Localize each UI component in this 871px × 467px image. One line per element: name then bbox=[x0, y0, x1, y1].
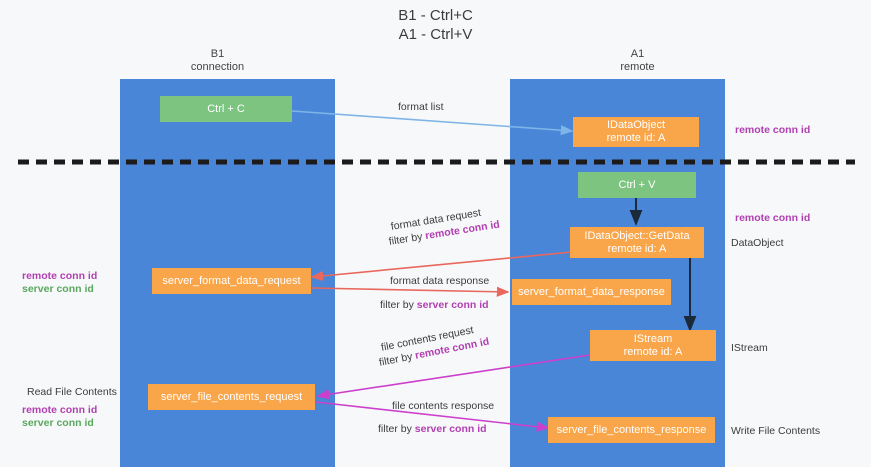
annotation-left-remote-conn-id-2: remote conn id bbox=[22, 404, 98, 416]
node-idataobject-getdata[interactable]: IDataObject::GetData remote id: A bbox=[570, 227, 704, 258]
edge-label-file-contents-response: file contents response bbox=[392, 400, 495, 412]
edge-label-file-contents-response-filter: filter by server conn id bbox=[378, 423, 487, 436]
diagram-title: B1 - Ctrl+C A1 - Ctrl+V bbox=[398, 7, 473, 43]
filter-prefix: filter by bbox=[378, 423, 415, 435]
edge-format-list bbox=[277, 109, 574, 136]
edge-label-format-data-response: format data response bbox=[390, 275, 490, 287]
filter-prefix: filter by bbox=[380, 299, 417, 311]
annotation-left-server-conn-id: server conn id bbox=[22, 283, 94, 295]
lane-header-b1: B1 connection bbox=[190, 48, 245, 73]
node-ctrl-v[interactable]: Ctrl + V bbox=[578, 172, 696, 198]
node-server-file-contents-response[interactable]: server_file_contents_response bbox=[548, 417, 715, 443]
annotation-left-read-file-contents: Read File Contents bbox=[27, 386, 117, 398]
node-server-format-data-request[interactable]: server_format_data_request bbox=[152, 268, 311, 294]
annotation-right-dataobject: DataObject bbox=[731, 237, 784, 249]
edge-label-format-data-response-filter: filter by server conn id bbox=[380, 299, 489, 312]
annotation-right-write-file-contents: Write File Contents bbox=[731, 425, 821, 437]
filter-key: server conn id bbox=[416, 299, 489, 311]
edge-file-contents-response bbox=[315, 401, 550, 432]
node-server-file-contents-request[interactable]: server_file_contents_request bbox=[148, 384, 315, 410]
node-server-format-data-response[interactable]: server_format_data_response bbox=[512, 279, 671, 305]
annotation-right-remote-conn-id-mid: remote conn id bbox=[735, 212, 811, 224]
edge-label-format-list: format list bbox=[398, 101, 444, 113]
node-idataobject-remote[interactable]: IDataObject remote id: A bbox=[573, 117, 699, 147]
edge-format-data-request bbox=[310, 251, 573, 282]
filter-key: server conn id bbox=[414, 423, 487, 435]
lane-header-a1: A1 remote bbox=[620, 48, 655, 73]
annotation-right-istream: IStream bbox=[731, 342, 768, 354]
node-ctrl-c[interactable]: Ctrl + C bbox=[160, 96, 292, 122]
annotation-left-server-conn-id-2: server conn id bbox=[22, 417, 94, 429]
edge-file-contents-request bbox=[316, 354, 591, 400]
node-istream-remote[interactable]: IStream remote id: A bbox=[590, 330, 716, 361]
edge-format-data-response bbox=[311, 286, 510, 297]
annotation-left-remote-conn-id: remote conn id bbox=[22, 270, 98, 282]
annotation-right-remote-conn-id-top: remote conn id bbox=[735, 124, 811, 136]
